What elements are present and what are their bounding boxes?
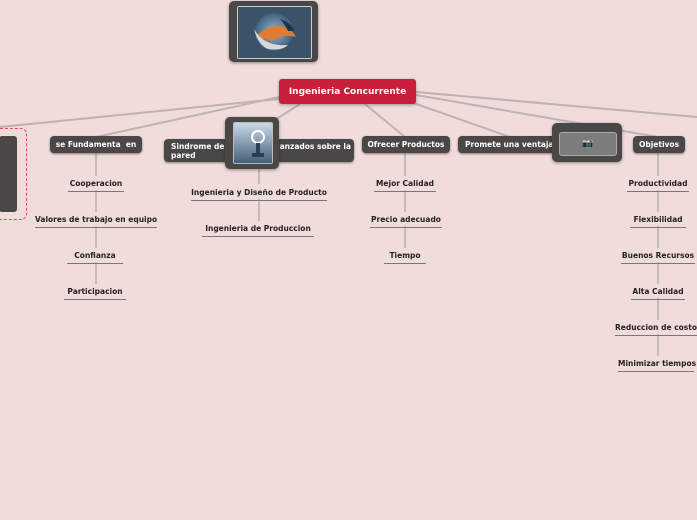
leaf-precio-adecuado[interactable]: Precio adecuado: [370, 215, 442, 228]
node-offscreen[interactable]: [0, 136, 17, 212]
leaf-ingenieria-produccion[interactable]: Ingenieria de Produccion: [202, 224, 314, 237]
branch-label-part: pared: [171, 150, 196, 160]
leaf-productividad[interactable]: Productividad: [627, 179, 689, 192]
leaf-confianza[interactable]: Confianza: [67, 251, 123, 264]
branch-image-frame[interactable]: [225, 117, 279, 169]
leaf-tiempo[interactable]: Tiempo: [384, 251, 426, 264]
branch-ofrecer-productos[interactable]: Ofrecer Productos: [362, 136, 450, 153]
leaf-flexibilidad[interactable]: Flexibilidad: [630, 215, 686, 228]
leaf-reduccion-costos[interactable]: Reduccion de costos: [615, 323, 697, 336]
branch-se-fundamenta-en[interactable]: se Fundamenta en: [50, 136, 142, 153]
topic-image-frame[interactable]: [229, 1, 318, 62]
branch-label: Objetivos: [638, 140, 680, 149]
branch-label-part: Sindrome del: [171, 142, 228, 151]
connector-line: [364, 103, 406, 138]
leaf-minimizar-tiempos[interactable]: Minimizar tiempos: [618, 359, 696, 372]
camera-icon: 📷: [559, 132, 617, 156]
leaf-cooperacion[interactable]: Cooperacion: [68, 179, 124, 192]
branch-label-part: lanzados sobre la: [277, 142, 352, 151]
root-topic[interactable]: Ingenieria Concurrente: [279, 79, 416, 104]
root-topic-label: Ingenieria Concurrente: [288, 86, 407, 97]
camera-icon-glyph: 📷: [582, 139, 594, 149]
connector-line: [415, 91, 697, 118]
leaf-valores-trabajo-equipo[interactable]: Valores de trabajo en equipo: [35, 215, 157, 228]
connector-line: [404, 99, 511, 138]
globe-hands-image: [237, 6, 312, 59]
leaf-participacion[interactable]: Participacion: [64, 287, 126, 300]
leaf-mejor-calidad[interactable]: Mejor Calidad: [374, 179, 436, 192]
connector-line: [95, 96, 280, 138]
branch-promete-ventaja[interactable]: Promete una ventaja c: [458, 136, 568, 153]
branch-label: Ofrecer Productos: [367, 140, 445, 149]
image-placeholder-frame[interactable]: 📷: [552, 123, 622, 162]
leaf-alta-calidad[interactable]: Alta Calidad: [631, 287, 685, 300]
branch-objetivos[interactable]: Objetivos: [633, 136, 685, 153]
leaf-ingenieria-diseno-producto[interactable]: Ingenieria y Diseño de Producto: [191, 188, 327, 201]
connector-line: [0, 98, 280, 128]
leaf-buenos-recursos[interactable]: Buenos Recursos: [621, 251, 695, 264]
selected-node-offscreen[interactable]: [0, 128, 27, 220]
gears-image: [233, 122, 273, 164]
branch-label: Promete una ventaja c: [465, 140, 561, 149]
branch-label: se Fundamenta en: [55, 140, 137, 149]
